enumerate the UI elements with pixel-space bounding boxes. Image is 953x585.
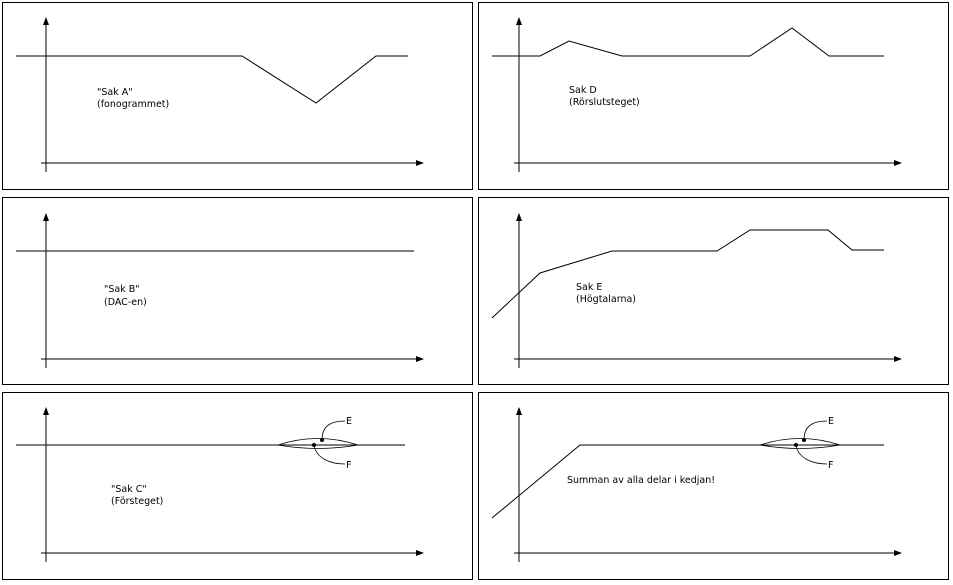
panel-frame <box>2 392 473 580</box>
panel-frame <box>2 197 473 385</box>
marker-e-leader <box>321 420 346 441</box>
panel-sak-b: "Sak B" (DAC-en) <box>2 197 473 385</box>
marker-f-leader <box>313 444 346 465</box>
panel-subtitle: (DAC-en) <box>104 297 147 308</box>
panel-frame <box>478 197 949 385</box>
panel-summa: E F Summan av alla delar i kedjan! <box>478 392 949 580</box>
panel-sak-a: "Sak A" (fonogrammet) <box>2 2 473 190</box>
panel-frame <box>478 2 949 190</box>
deviation-lower-curve <box>277 444 359 449</box>
marker-f-leader <box>795 444 828 465</box>
marker-e-leader <box>803 420 828 441</box>
response-curve <box>492 27 884 57</box>
marker-e-label: E <box>346 416 352 427</box>
panel-sak-c: E F "Sak C" (Försteget) <box>2 392 473 580</box>
deviation-upper-curve <box>277 438 359 446</box>
panel-subtitle: (Rörslutsteget) <box>569 97 640 108</box>
panel-frame <box>2 2 473 190</box>
marker-f-label: F <box>346 460 351 471</box>
panel-title: "Sak C" <box>111 484 147 495</box>
panel-subtitle: (Försteget) <box>111 496 163 507</box>
panel-title: Summan av alla delar i kedjan! <box>567 475 715 486</box>
panel-subtitle: (fonogrammet) <box>97 99 169 110</box>
panel-frame <box>478 392 949 580</box>
response-curve <box>491 444 884 519</box>
panel-title: "Sak A" <box>97 87 133 98</box>
panel-sak-d: Sak D (Rörslutsteget) <box>478 2 949 190</box>
deviation-upper-curve <box>759 438 841 446</box>
panel-sak-e: Sak E (Högtalarna) <box>478 197 949 385</box>
panel-title: Sak D <box>569 85 597 96</box>
panel-title: "Sak B" <box>104 284 140 295</box>
response-curve <box>16 55 408 104</box>
deviation-lower-curve <box>759 444 841 449</box>
response-curve <box>491 229 884 319</box>
marker-f-label: F <box>828 460 833 471</box>
panel-title: Sak E <box>576 282 602 293</box>
marker-e-label: E <box>828 416 834 427</box>
panel-subtitle: (Högtalarna) <box>576 294 636 305</box>
